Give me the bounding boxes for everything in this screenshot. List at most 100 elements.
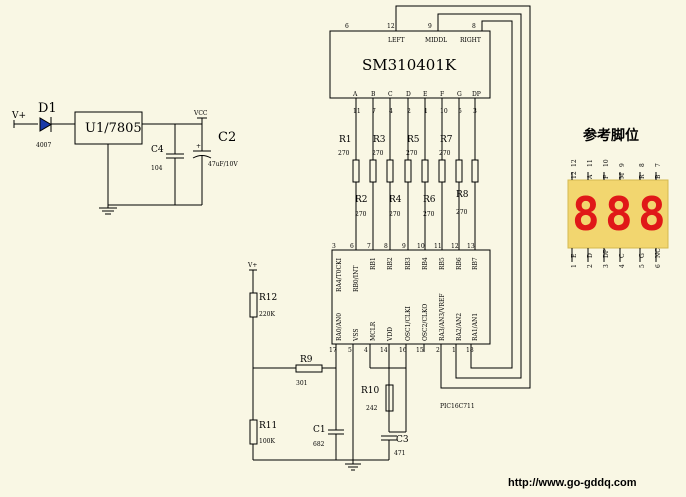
segment-pin: 7 [372, 108, 376, 115]
segment-label: A [352, 91, 358, 98]
pinout-top-number: 9 [619, 163, 626, 167]
display-top-pin: 8 [472, 23, 476, 30]
mcu-pin-number: 11 [434, 243, 442, 250]
r2-label: R2 [355, 195, 368, 205]
pinout-display-body [567, 179, 669, 249]
r3-label: R3 [373, 135, 386, 145]
r9-value: 301 [296, 380, 307, 387]
segment-pin: 5 [458, 108, 462, 115]
display-sm310401k [329, 30, 491, 99]
mcu-pin-label: VSS [353, 329, 360, 342]
r1-label: R1 [339, 135, 352, 145]
website-watermark: http://www.go-gddq.com [508, 477, 637, 489]
pinout-bottom-pin-lines [571, 248, 657, 262]
mcu-pin-number: 1 [452, 347, 456, 354]
display-top-pin: 9 [428, 23, 432, 30]
power-supply-section: V+ D1 4007 U1/7805 VCC C4 104 [11, 101, 238, 215]
r12-value: 220K [259, 311, 275, 318]
mcu-pin-label: OSC2/CLKO [422, 304, 429, 341]
pinout-digit: 8 [638, 187, 666, 241]
r12-label: R12 [259, 293, 277, 303]
mcu-pin-label: VDD [387, 327, 394, 342]
pinout-top-label: 12 [571, 171, 578, 179]
pinout-bottom-number: 1 [571, 264, 578, 268]
pinout-digit: 8 [572, 187, 600, 241]
mcu-pin-number: 13 [467, 243, 475, 250]
c4-value: 104 [151, 165, 163, 172]
vin-label: V+ [11, 111, 26, 121]
mcu-pin-label: RB1 [370, 257, 377, 270]
display-top-label: RIGHT [460, 37, 481, 44]
mcu-pin-label: OSC1/CLKI [405, 305, 412, 341]
reference-pinout: 参考脚位 12 A F M R B 12 11 10 9 8 7 8 8 8 [567, 127, 669, 268]
pinout-bottom-number: 6 [655, 264, 662, 268]
mcu-top-pins: 3 6 7 8 9 10 11 12 13 [332, 243, 475, 250]
pinout-top-number: 11 [587, 159, 594, 167]
pinout-bottom-labels: E D DP C G NC [571, 248, 662, 258]
segment-pin: 10 [440, 108, 448, 115]
mcu-pin-number: 15 [416, 347, 424, 354]
mcu-pin-number: 9 [402, 243, 406, 250]
pinout-bottom-number: 5 [639, 264, 646, 268]
segment-label: E [423, 91, 427, 98]
mcu-pin-number: 4 [364, 347, 368, 354]
mcu-pin-number: 17 [329, 347, 337, 354]
c3-label: C3 [396, 435, 409, 445]
r2-value: 270 [355, 211, 367, 218]
mcu-pin-label: RB3 [405, 257, 412, 270]
c1-value: 682 [313, 441, 325, 448]
d1-label: D1 [38, 101, 57, 116]
pinout-bottom-label: DP [603, 249, 610, 258]
display-top-pin: 12 [387, 23, 395, 30]
display-section: SM310401K 6 12 9 8 LEFT MIDDL RIGHT A B … [329, 5, 531, 389]
pinout-bottom-number: 4 [619, 264, 626, 268]
mcu-pin-label: RA3/AN3/VREF [439, 293, 446, 341]
analog-vplus-label: V+ [247, 262, 257, 269]
mcu-bottom-labels: RA0/AN0 VSS MCLR VDD OSC1/CLKI OSC2/CLKO… [336, 293, 479, 342]
pinout-top-number: 10 [603, 159, 610, 167]
segment-labels: A B C D E F G DP [352, 91, 481, 98]
pinout-top-number: 7 [655, 163, 662, 167]
segment-label: F [440, 91, 444, 98]
pinout-title: 参考脚位 [583, 127, 639, 144]
pinout-bottom-label: G [639, 253, 646, 258]
pinout-top-label: B [655, 174, 662, 179]
pinout-bottom-label: NC [655, 248, 662, 258]
mcu-pic16c711 [331, 249, 491, 345]
mcu-pin-label: RA1/AN1 [472, 313, 479, 341]
segment-pin-numbers: 11 7 4 2 1 10 5 3 [353, 108, 477, 115]
resistor-r9 [295, 364, 323, 373]
r5-label: R5 [407, 135, 420, 145]
pinout-top-label: A [587, 174, 594, 180]
pinout-bottom-label: C [619, 253, 626, 258]
mcu-part-label: PIC16C711 [440, 403, 475, 410]
mcu-pin-number: 14 [380, 347, 388, 354]
mcu-pin-number: 7 [367, 243, 371, 250]
c1-label: C1 [313, 425, 326, 435]
mcu-pin-label: RB6 [456, 257, 463, 270]
segment-label: D [406, 91, 411, 98]
mcu-pin-label: RB5 [439, 257, 446, 270]
r4-label: R4 [389, 195, 402, 205]
c3-value: 471 [394, 450, 405, 457]
mcu-pin-label: RB4 [422, 257, 429, 270]
mcu-pin-label: MCLR [370, 321, 377, 341]
mcu-pin-number: 6 [350, 243, 354, 250]
mcu-top-labels: RA4/T0CKI RB0/INT RB1 RB2 RB3 RB4 RB5 RB… [336, 257, 479, 292]
diode-d1 [39, 117, 52, 132]
display-part: SM310401K [362, 56, 457, 74]
pinout-bottom-number: 3 [603, 264, 610, 268]
r1-value: 270 [338, 150, 350, 157]
c4-label: C4 [151, 145, 164, 155]
segment-pin: 2 [407, 108, 411, 115]
display-top-label: LEFT [388, 37, 405, 44]
regulator-label: U1/7805 [85, 121, 142, 136]
mcu-pin-number: 3 [332, 243, 336, 250]
mcu-pin-label: RA2/AN2 [456, 313, 463, 341]
mcu-section: 3 6 7 8 9 10 11 12 13 RA4/T0CKI RB0/INT … [329, 243, 491, 460]
resistor-r12 [249, 292, 258, 318]
segment-pin: 1 [424, 108, 428, 115]
mcu-pin-number: 12 [451, 243, 459, 250]
segment-label: C [388, 91, 393, 98]
segment-label: B [371, 91, 376, 98]
